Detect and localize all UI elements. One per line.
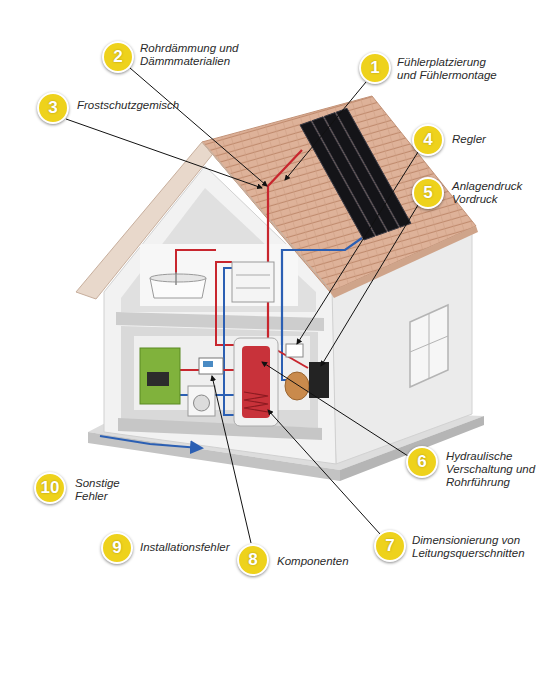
- controller-display: [203, 361, 213, 367]
- controller: [199, 358, 223, 374]
- leader-line: [262, 362, 408, 456]
- solar-collector: [324, 113, 399, 232]
- dishwasher: [232, 262, 274, 302]
- callout-label: Komponenten: [277, 555, 387, 568]
- dishwasher-rack: [236, 288, 270, 289]
- leader-line: [66, 119, 262, 188]
- cold-water-pipe: [224, 268, 232, 318]
- leader-line: [130, 68, 267, 186]
- boiler-door: [147, 372, 169, 386]
- boiler: [140, 348, 180, 404]
- return-pipe: [282, 238, 362, 345]
- solar-controller: [286, 344, 303, 357]
- callout-number: 1: [359, 52, 391, 84]
- tank-inner: [242, 346, 270, 418]
- window-frame: [410, 336, 448, 352]
- leader-line: [212, 376, 251, 543]
- callout-number: 2: [102, 41, 134, 73]
- room-back-wall: [140, 244, 298, 306]
- callout-number: 5: [412, 177, 444, 209]
- window-frame: [429, 313, 430, 378]
- water-inlet: [100, 436, 200, 448]
- leader-line: [297, 152, 418, 344]
- floor-slab: [118, 418, 322, 440]
- storage-tank: [234, 338, 278, 426]
- callout-number: 9: [101, 532, 133, 564]
- callout-label: Regler: [452, 133, 532, 146]
- callout-number: 4: [412, 124, 444, 156]
- roof-eave: [330, 226, 478, 298]
- heat-coil: [244, 392, 268, 412]
- gable-roof-edge: [76, 142, 216, 299]
- expansion-vessel: [285, 372, 309, 400]
- room-back-wall: [134, 336, 310, 410]
- hot-water-pipe: [216, 262, 232, 318]
- washing-machine-door: [194, 395, 210, 411]
- callout-label: Sonstige Fehler: [75, 477, 137, 503]
- callout-label: Frostschutzgemisch: [77, 99, 207, 112]
- callout-number: 7: [374, 530, 406, 562]
- leader-line: [285, 82, 366, 180]
- leader-line: [321, 205, 418, 366]
- callout-label: Rohrdämmung und Dämmmaterialien: [140, 42, 250, 68]
- callout-label: Anlagendruck Vordruck: [452, 180, 532, 206]
- solar-collector: [336, 108, 411, 227]
- callout-number: 8: [237, 544, 269, 576]
- leader-line: [268, 410, 380, 534]
- callout-label: Fühlerplatzierung und Fühlermontage: [397, 56, 507, 82]
- dishwasher-rack: [236, 275, 270, 276]
- callout-number: 6: [406, 446, 438, 478]
- callout-number: 10: [34, 472, 66, 504]
- callout-label: Dimensionierung von Leitungsquerschnitte…: [412, 534, 546, 560]
- pump-station: [309, 362, 329, 398]
- tap: [175, 272, 177, 285]
- bathtub-rim: [150, 274, 206, 282]
- window: [410, 305, 448, 387]
- callout-number: 3: [37, 92, 69, 124]
- washing-machine: [188, 386, 215, 416]
- lower-room: [121, 326, 318, 428]
- callout-label: Hydraulische Verschaltung und Rohrführun…: [446, 450, 546, 489]
